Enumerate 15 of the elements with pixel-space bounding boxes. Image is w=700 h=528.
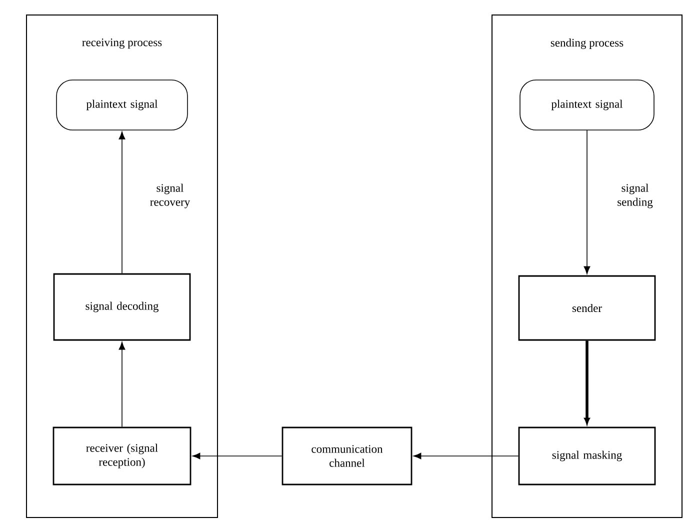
- arrow: [584, 340, 590, 424]
- process-box: sender: [518, 275, 656, 341]
- process-box: receiver (signal reception): [52, 426, 192, 486]
- arrow: [413, 452, 519, 460]
- arrow: [192, 452, 282, 460]
- arrow: [118, 132, 126, 274]
- process-box: communication channel: [282, 426, 412, 486]
- terminal-box: plaintext signal: [520, 80, 654, 130]
- process-box: signal decoding: [53, 273, 191, 341]
- arrow: [584, 130, 590, 274]
- arrow: [118, 342, 126, 428]
- edge-label: signal sending: [618, 184, 653, 208]
- edge-label: signal recovery: [150, 184, 190, 208]
- process-box: signal masking: [518, 426, 656, 486]
- terminal-box: plaintext signal: [56, 80, 188, 130]
